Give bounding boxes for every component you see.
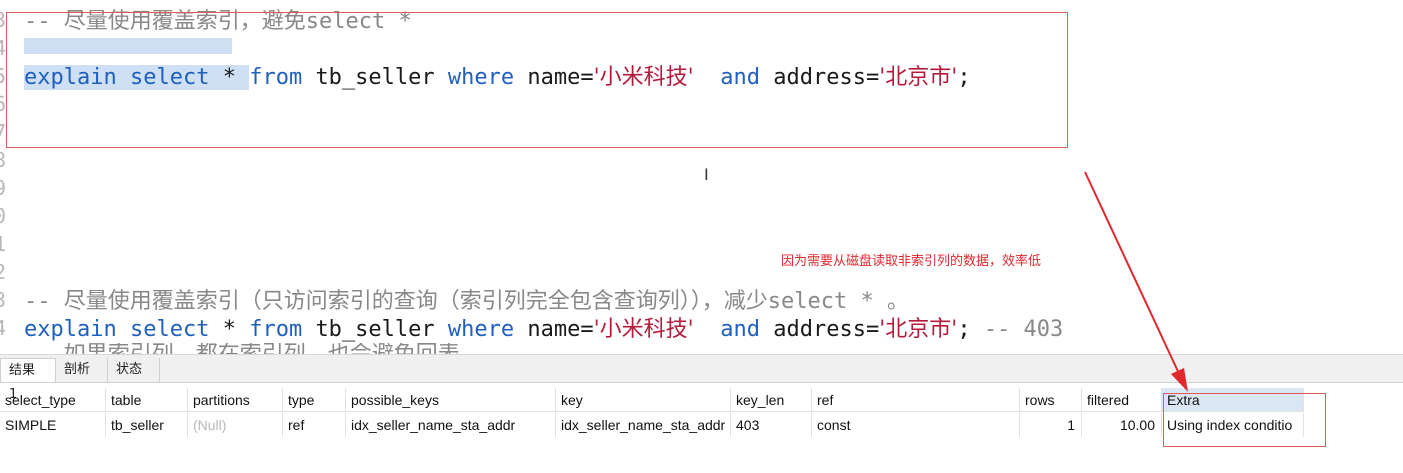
- table-cell[interactable]: 1: [1020, 413, 1082, 437]
- column-header[interactable]: filtered: [1082, 388, 1162, 412]
- code-comment-line: -- 尽量使用覆盖索引（只访问索引的查询（索引列完全包含查询列）），减少sele…: [24, 289, 909, 314]
- keyword: from: [249, 317, 303, 342]
- identifier: name=: [527, 317, 594, 342]
- table-cell[interactable]: idx_seller_name_sta_addr: [346, 413, 556, 437]
- keyword: and: [720, 317, 760, 342]
- keyword: explain: [24, 65, 117, 90]
- operator: ;: [957, 317, 971, 342]
- tab-result-1[interactable]: 结果 1: [0, 358, 56, 402]
- operator: ;: [957, 65, 971, 90]
- column-header[interactable]: table: [106, 388, 188, 412]
- grid-header-row: select_type table partitions type possib…: [0, 388, 1403, 412]
- keyword: and: [720, 65, 760, 90]
- table-cell[interactable]: Using index conditio: [1162, 413, 1304, 437]
- identifier: address=: [773, 65, 880, 90]
- column-header[interactable]: rows: [1020, 388, 1082, 412]
- operator: *: [222, 317, 236, 342]
- table-cell[interactable]: const: [812, 413, 1020, 437]
- keyword: from: [249, 65, 303, 90]
- keyword: explain: [24, 317, 117, 342]
- result-tab-bar: 结果 1 剖析 状态: [0, 354, 1403, 402]
- identifier: tb_seller: [315, 65, 435, 90]
- highlight-box-extra: [1163, 393, 1326, 447]
- code-line-partial: -- 如果索引列，都在索引列，也会避免回表: [24, 343, 460, 354]
- table-cell[interactable]: idx_seller_name_sta_addr: [556, 413, 731, 437]
- selection-highlight: [24, 38, 232, 54]
- table-cell[interactable]: tb_seller: [106, 413, 188, 437]
- code-explain-line[interactable]: explain select * from tb_seller where na…: [24, 316, 1063, 344]
- keyword: where: [447, 317, 515, 342]
- column-header[interactable]: partitions: [188, 388, 283, 412]
- code-explain-line[interactable]: explain select * from tb_seller where na…: [24, 64, 971, 92]
- string-literal: '北京市': [879, 317, 958, 342]
- column-header[interactable]: select_type: [0, 388, 106, 412]
- identifier: address=: [773, 317, 880, 342]
- identifier: name=: [527, 65, 594, 90]
- column-header[interactable]: ref: [812, 388, 1020, 412]
- code-comment: -- 403: [983, 317, 1064, 342]
- tab-status[interactable]: 状态: [108, 358, 160, 382]
- table-cell[interactable]: 403: [731, 413, 812, 437]
- column-header[interactable]: Extra: [1162, 388, 1304, 412]
- column-header[interactable]: possible_keys: [346, 388, 556, 412]
- column-header[interactable]: key: [556, 388, 731, 412]
- table-row[interactable]: SIMPLE tb_seller (Null) ref idx_seller_n…: [0, 413, 1403, 437]
- highlight-box-query: [6, 12, 1068, 148]
- column-header[interactable]: key_len: [731, 388, 812, 412]
- text-cursor-icon: I: [704, 165, 709, 184]
- string-literal: '小米科技': [593, 317, 694, 342]
- table-cell[interactable]: ref: [283, 413, 346, 437]
- string-literal: '北京市': [879, 65, 958, 90]
- code-comment-line: -- 尽量使用覆盖索引，避免select *: [24, 9, 412, 34]
- annotation-note: 因为需要从磁盘读取非索引列的数据，效率低: [781, 254, 1042, 269]
- table-cell[interactable]: SIMPLE: [0, 413, 106, 437]
- operator: *: [222, 65, 236, 90]
- keyword: where: [447, 65, 515, 90]
- keyword: select: [129, 317, 210, 342]
- keyword: select: [129, 65, 210, 90]
- table-cell[interactable]: 10.00: [1082, 413, 1162, 437]
- table-cell[interactable]: (Null): [188, 413, 283, 437]
- identifier: tb_seller: [315, 317, 435, 342]
- tab-profile[interactable]: 剖析: [56, 358, 108, 382]
- string-literal: '小米科技': [593, 65, 694, 90]
- column-header[interactable]: type: [283, 388, 346, 412]
